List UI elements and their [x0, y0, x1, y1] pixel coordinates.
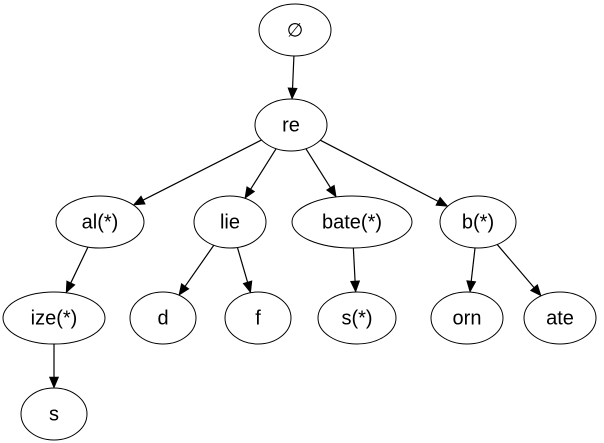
edge-arrowhead: [435, 196, 449, 207]
node-ellipse: [317, 291, 397, 345]
edge-arrowhead: [287, 87, 298, 100]
tree-node[interactable]: d: [129, 291, 197, 345]
node-label: ate: [546, 307, 574, 329]
node-label: b(*): [462, 211, 494, 233]
tree-node[interactable]: b(*): [439, 195, 517, 249]
node-label: re: [282, 114, 300, 136]
tree-node[interactable]: ∅: [258, 3, 332, 57]
tree-node[interactable]: f: [224, 291, 292, 345]
node-label: f: [255, 307, 261, 329]
tree-node[interactable]: ize(*): [2, 291, 106, 345]
edge-layer: [48, 55, 542, 389]
edge-line: [352, 247, 356, 282]
node-ellipse: [291, 195, 413, 249]
edge-line: [70, 246, 89, 284]
edge-arrowhead: [466, 280, 477, 293]
node-ellipse: [193, 195, 267, 249]
edge-line: [291, 55, 295, 89]
edge-line: [305, 148, 331, 188]
node-ellipse: [430, 291, 504, 345]
edge-arrowhead: [48, 376, 60, 389]
edge-line: [470, 247, 476, 282]
edge-arrowhead: [242, 280, 253, 294]
node-ellipse: [254, 98, 328, 152]
edge-line: [319, 139, 439, 202]
tree-node[interactable]: s(*): [317, 291, 397, 345]
node-ellipse: [20, 387, 88, 441]
edge-arrowhead: [132, 195, 146, 206]
node-label: d: [157, 307, 168, 329]
node-label: ize(*): [31, 307, 78, 329]
node-label: al(*): [82, 211, 119, 233]
edge-arrowhead: [178, 283, 190, 296]
node-label: s: [49, 403, 59, 425]
edge-line: [142, 139, 262, 201]
node-ellipse: [258, 3, 332, 57]
edge-arrowhead: [65, 280, 76, 294]
edge-arrowhead: [350, 280, 361, 293]
node-ellipse: [55, 195, 145, 249]
node-ellipse: [439, 195, 517, 249]
edge-arrowhead: [529, 283, 542, 297]
node-ellipse: [2, 291, 106, 345]
node-label: ∅: [287, 20, 304, 42]
edge-line: [496, 244, 535, 288]
edge-line: [184, 244, 215, 287]
edge-line: [236, 247, 249, 283]
edge-arrowhead: [325, 184, 337, 198]
tree-node[interactable]: s: [20, 387, 88, 441]
node-ellipse: [224, 291, 292, 345]
edge-arrowhead: [244, 186, 256, 199]
node-label: s(*): [341, 307, 372, 329]
edge-line: [250, 148, 277, 190]
tree-node[interactable]: orn: [430, 291, 504, 345]
tree-node[interactable]: lie: [193, 195, 267, 249]
tree-node[interactable]: bate(*): [291, 195, 413, 249]
node-label: lie: [220, 211, 240, 233]
tree-node[interactable]: al(*): [55, 195, 145, 249]
tree-node[interactable]: re: [254, 98, 328, 152]
node-label: bate(*): [322, 211, 382, 233]
node-layer: ∅ re al(*) lie bate(*) b(*) ize(*) d f s(*) orn ate…: [2, 3, 597, 441]
tree-node[interactable]: ate: [523, 291, 597, 345]
node-label: orn: [453, 307, 482, 329]
node-ellipse: [129, 291, 197, 345]
node-ellipse: [523, 291, 597, 345]
